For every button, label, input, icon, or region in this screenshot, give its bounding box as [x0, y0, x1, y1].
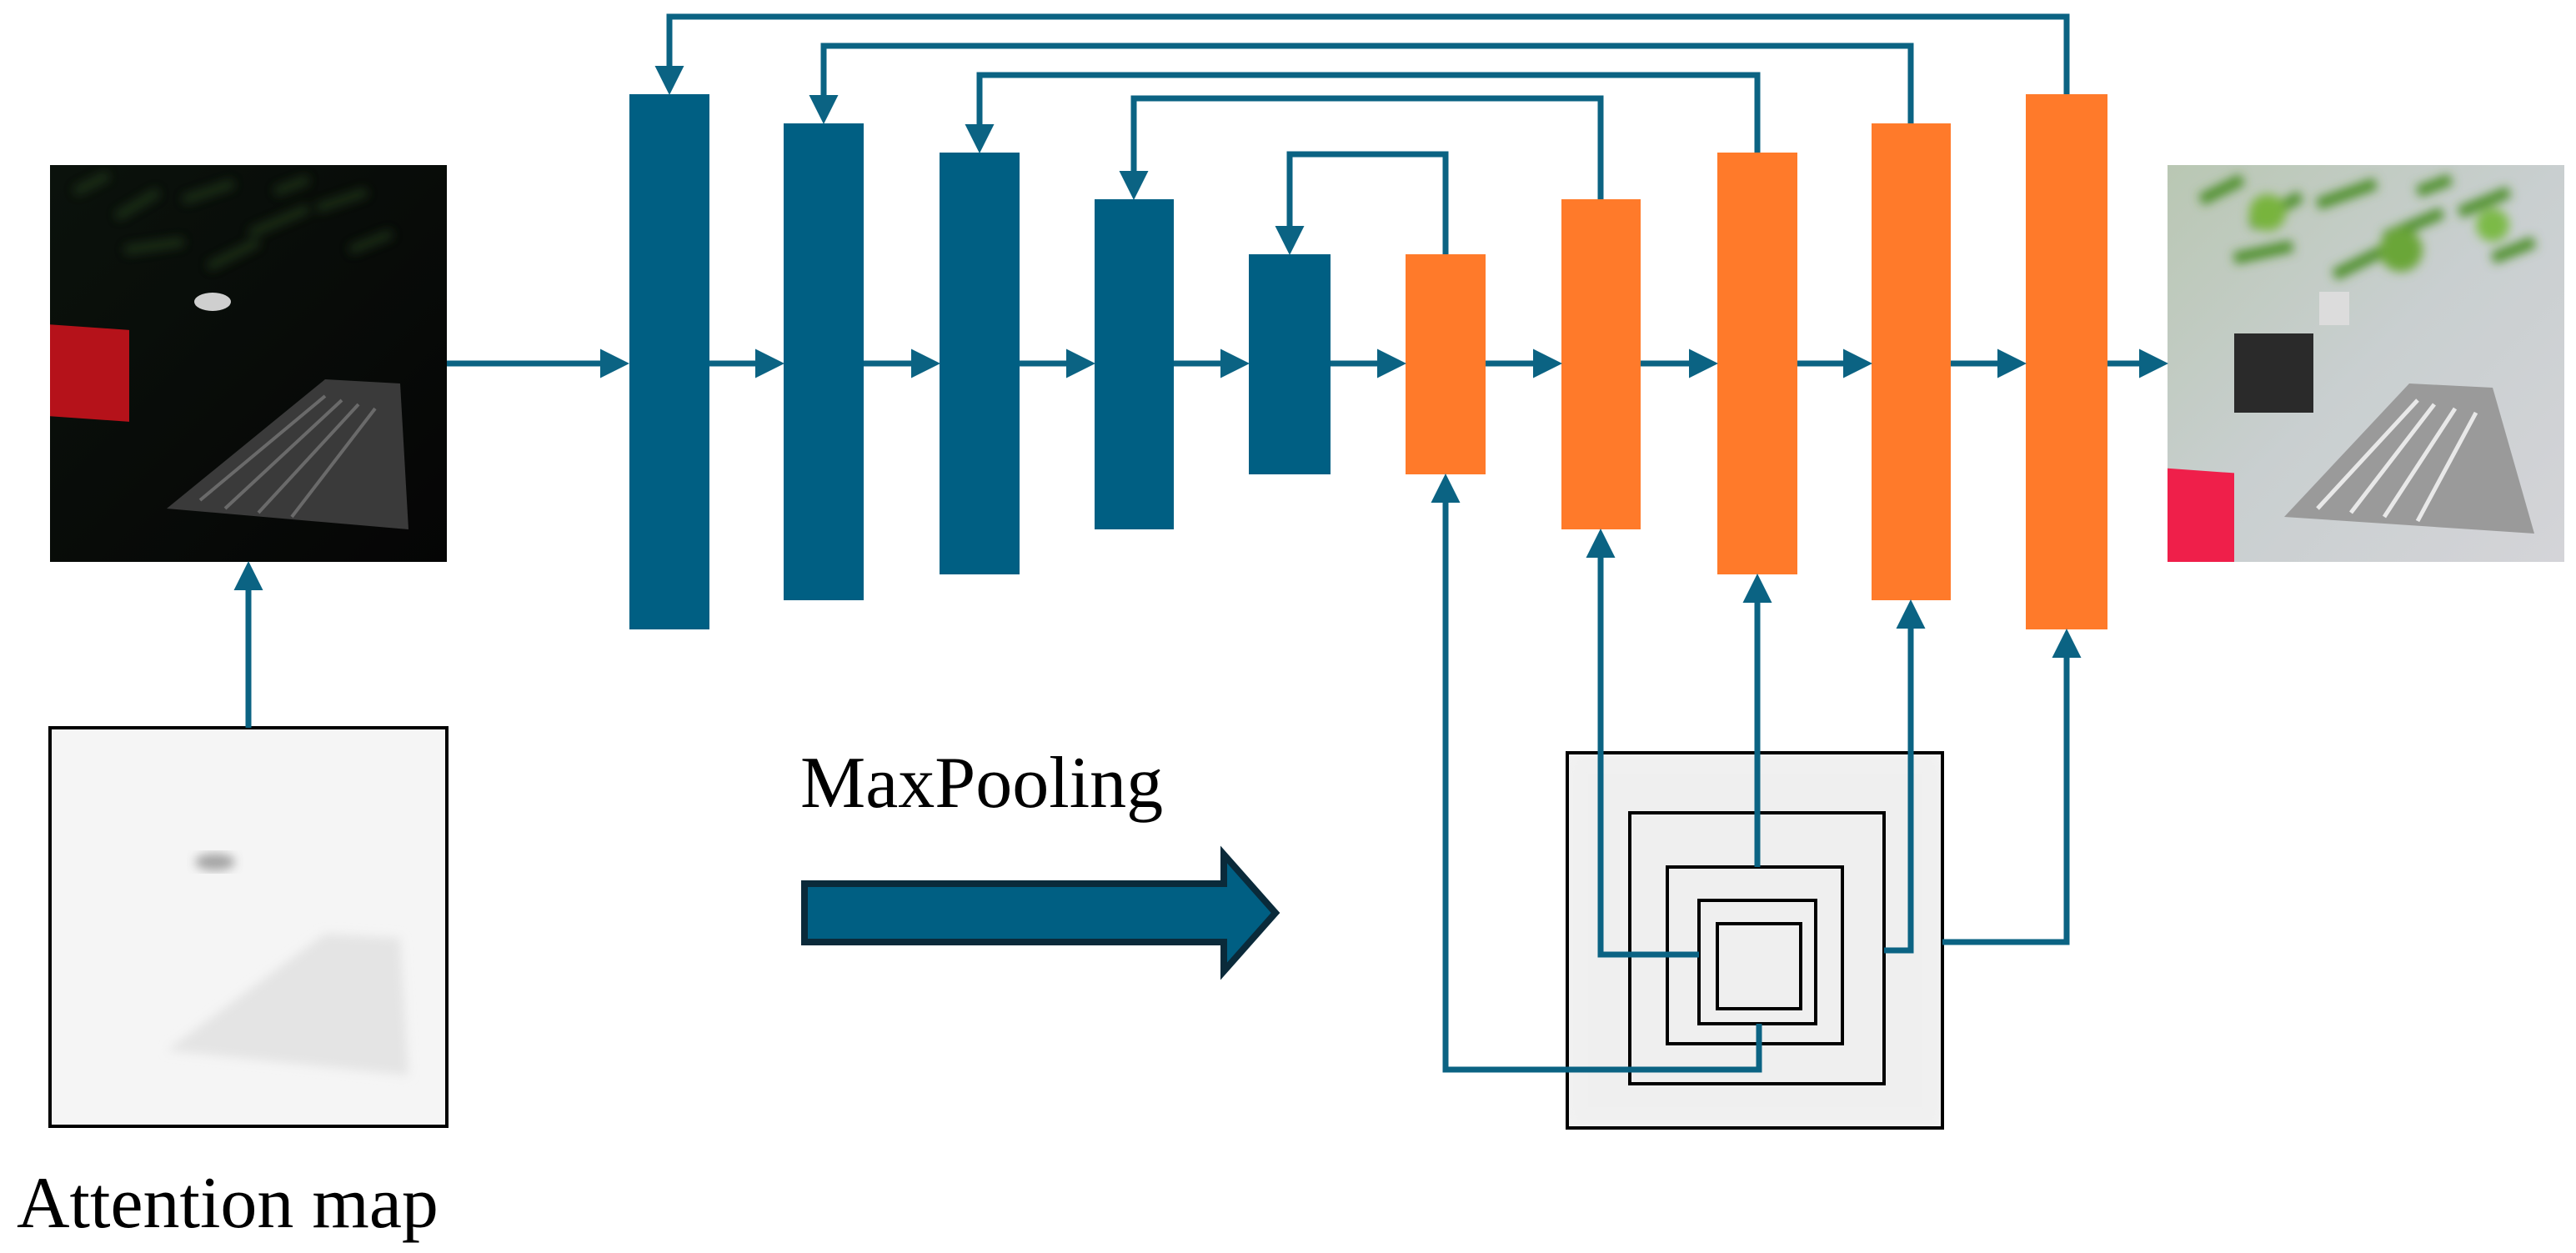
output-dark-object	[2234, 333, 2313, 413]
pool-to-decoder-4	[1884, 599, 1926, 954]
decoder-block-4	[1872, 123, 1951, 600]
skip-connection-3	[965, 72, 1761, 153]
output-image	[2168, 165, 2564, 562]
encoder	[629, 94, 1331, 629]
attention-map-label: Attention map	[17, 1163, 439, 1244]
decoder	[1406, 94, 2107, 629]
encoder-block-3	[940, 153, 1020, 574]
maxpooling-arrow-icon	[801, 845, 1280, 980]
pool-to-decoder-1	[1431, 474, 1762, 1073]
pool-level-5	[1716, 922, 1802, 1010]
pool-to-decoder-5	[1942, 629, 2082, 945]
encoder-block-2	[784, 123, 864, 600]
input-image	[50, 165, 447, 562]
skip-connection-4	[809, 43, 1914, 124]
connections	[233, 13, 2168, 1073]
skip-connection-2	[1119, 95, 1604, 200]
pool-to-decoder-2	[1586, 529, 1699, 958]
input-red-object	[50, 324, 129, 422]
maxpooling-label: MaxPooling	[800, 743, 1163, 824]
input-bright-spot	[194, 293, 231, 311]
decoder-block-3	[1717, 153, 1797, 574]
maxpooling-pyramid	[1566, 751, 1944, 1130]
skip-connection-5	[654, 13, 2070, 95]
decoder-block-2	[1561, 199, 1641, 529]
encoder-bottleneck-block	[1249, 254, 1331, 474]
attention-map-image	[48, 726, 449, 1128]
decoder-block-1	[1406, 254, 1486, 474]
encoder-block-1	[629, 94, 709, 629]
output-red-object	[2168, 468, 2234, 562]
encoder-block-4	[1095, 199, 1174, 529]
skip-connection-1	[1275, 151, 1449, 255]
decoder-block-5	[2026, 94, 2107, 629]
